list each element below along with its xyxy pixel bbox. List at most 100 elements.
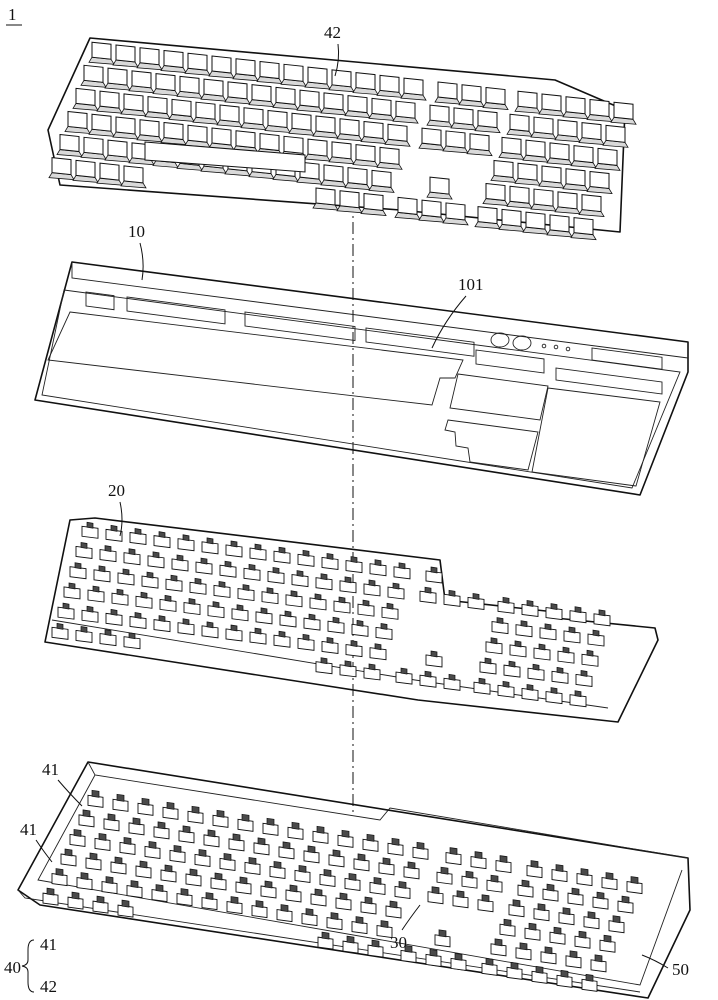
plate-switch-stem bbox=[424, 586, 432, 594]
keycap-top bbox=[83, 136, 104, 155]
plate-switch-stem bbox=[508, 660, 516, 668]
keycap-top bbox=[557, 191, 578, 210]
plate-switch-stem bbox=[182, 618, 190, 626]
keycap-top bbox=[331, 69, 352, 88]
plate-switch-stem bbox=[200, 557, 208, 565]
plate-switch-stem bbox=[206, 621, 214, 629]
keycap-grid bbox=[48, 41, 637, 241]
keycap-top bbox=[525, 139, 546, 158]
base-switch-stem bbox=[123, 837, 132, 845]
base-switch-stem bbox=[121, 899, 130, 908]
plate-switch-stem bbox=[356, 619, 364, 627]
keycap-top bbox=[211, 55, 232, 74]
top-cover-outline bbox=[34, 261, 689, 496]
slot-indicators bbox=[555, 367, 663, 395]
base-switch-stem bbox=[596, 891, 605, 900]
plate-switch-stem bbox=[74, 562, 82, 570]
base-switch-stem bbox=[46, 887, 55, 896]
base-switch-stem bbox=[481, 894, 490, 903]
plate-switch-stem bbox=[472, 593, 480, 600]
plate-switch-stem bbox=[278, 630, 286, 638]
base-switch-stem bbox=[273, 861, 282, 869]
base-switch-stem bbox=[630, 876, 639, 884]
top-cover-rim bbox=[71, 262, 689, 359]
plate-switch-stem bbox=[158, 531, 166, 539]
plate-switch-stem bbox=[574, 606, 582, 614]
group-brace bbox=[21, 939, 35, 993]
plate-switch-stem bbox=[236, 604, 244, 612]
base-switch-stem bbox=[257, 837, 266, 846]
plate-switch-stem bbox=[92, 585, 100, 593]
indicator-dot-2 bbox=[553, 344, 559, 350]
slot-f1-f4 bbox=[126, 296, 226, 325]
base-switch-stem bbox=[555, 864, 564, 872]
base-switch-stem bbox=[603, 934, 612, 943]
base-switch-stem bbox=[132, 817, 141, 826]
keycap-top bbox=[549, 142, 570, 161]
keycap-top bbox=[453, 107, 474, 126]
keycap-top bbox=[171, 98, 192, 117]
keycap-top bbox=[75, 87, 96, 106]
keycap-top bbox=[195, 101, 216, 120]
label-group-member-1: 41 bbox=[40, 935, 57, 954]
base-switch-stem bbox=[205, 892, 214, 900]
plate-switch-stem bbox=[254, 627, 262, 635]
keycap-top bbox=[549, 214, 570, 233]
base-switch-stem bbox=[535, 965, 544, 974]
keycap-top bbox=[355, 144, 376, 163]
base-switch-stem bbox=[255, 900, 264, 908]
plate-switch-stem bbox=[242, 584, 250, 591]
plate-switch-stem bbox=[490, 637, 498, 645]
plate-switch-stem bbox=[526, 600, 534, 607]
keycap-top bbox=[379, 146, 400, 165]
keycap-top bbox=[283, 135, 304, 154]
keycap-top bbox=[219, 104, 240, 123]
spacebar-keycap bbox=[144, 141, 306, 173]
leader-housing bbox=[641, 954, 669, 969]
plate-switch-stem bbox=[580, 670, 588, 677]
plate-switch-stem bbox=[158, 615, 166, 623]
base-switch-stem bbox=[82, 809, 91, 818]
base-switch-stem bbox=[389, 900, 398, 909]
plate-switch-stem bbox=[290, 590, 298, 598]
base-switch-stem bbox=[73, 829, 82, 837]
plate-switch-stem bbox=[556, 666, 564, 674]
keycap-top bbox=[339, 118, 360, 137]
plate-switch-stem bbox=[302, 549, 310, 557]
keycap-top bbox=[299, 89, 320, 108]
keycap-top bbox=[67, 110, 88, 130]
leader-frame-opening bbox=[431, 295, 467, 349]
keycap-top bbox=[347, 167, 368, 186]
keycap-top bbox=[429, 104, 450, 123]
base-switch-stem bbox=[130, 880, 139, 888]
base-switch-stem bbox=[346, 935, 355, 944]
numpad-opening bbox=[531, 387, 661, 487]
plate-switch-stem bbox=[514, 640, 522, 648]
plate-switch-stem bbox=[544, 623, 552, 631]
base-switch-stem bbox=[373, 877, 382, 885]
label-top-cover: 10 bbox=[128, 222, 145, 241]
plate-switch-stem bbox=[302, 633, 310, 641]
plate-switch-stem bbox=[266, 587, 274, 595]
label-group-member-2: 42 bbox=[40, 977, 57, 996]
keycap-top bbox=[525, 211, 546, 230]
slot-f9-f12 bbox=[365, 327, 475, 357]
base-switch-stem bbox=[264, 880, 273, 889]
keycap-top bbox=[613, 101, 634, 120]
plate-switch-stem bbox=[152, 551, 160, 559]
switch-plate-bevel bbox=[51, 619, 609, 709]
base-switch-stem bbox=[530, 860, 539, 868]
base-switch-stem bbox=[366, 833, 375, 842]
keycap-top bbox=[235, 58, 256, 77]
base-switch-stem bbox=[494, 938, 503, 947]
keycap-top bbox=[203, 78, 224, 97]
base-switch-stem bbox=[416, 841, 425, 850]
base-switch-stem bbox=[98, 833, 107, 841]
keycap-top bbox=[323, 92, 344, 111]
keycap-top bbox=[83, 64, 104, 83]
plate-switch-stem bbox=[538, 643, 546, 651]
plate-switch-stem bbox=[332, 616, 340, 624]
plate-switch-stem bbox=[170, 574, 178, 582]
switch-plate bbox=[44, 517, 659, 723]
plate-switch-stem bbox=[532, 663, 540, 671]
